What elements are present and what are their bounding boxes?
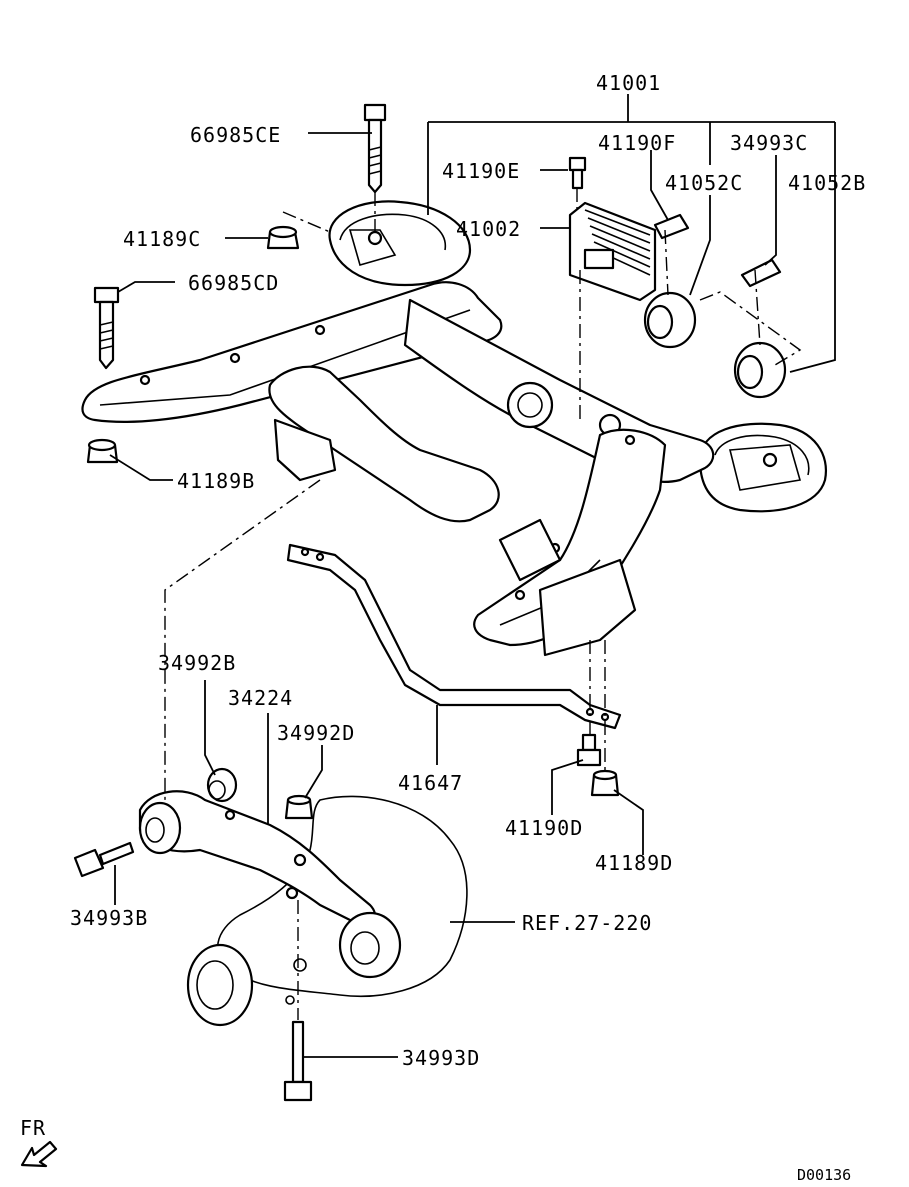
- callout-41002: 41002: [456, 217, 521, 241]
- bushing-34992B[interactable]: [206, 767, 238, 803]
- callout-34992B: 34992B: [158, 651, 236, 675]
- callout-41190D: 41190D: [505, 816, 583, 840]
- callout-41001: 41001: [596, 71, 661, 95]
- callout-34993C: 34993C: [730, 131, 808, 155]
- bushing-41052C[interactable]: [643, 291, 697, 349]
- bolt-34993C[interactable]: [740, 258, 782, 288]
- callout-66985CE: 66985CE: [190, 123, 281, 147]
- bushing-41052B[interactable]: [733, 341, 787, 399]
- alignment-lines: [164, 188, 802, 1020]
- callout-ref-27-220: REF.27-220: [522, 911, 652, 935]
- bolt-41190F[interactable]: [653, 213, 690, 240]
- callout-66985CD: 66985CD: [188, 271, 279, 295]
- callout-34993D: 34993D: [402, 1046, 480, 1070]
- drawing-code: D00136: [797, 1166, 851, 1184]
- bolt-41190D[interactable]: [576, 733, 602, 767]
- callout-41052B: 41052B: [788, 171, 866, 195]
- diff-mount-member-34224[interactable]: [138, 790, 402, 979]
- nut-41189B[interactable]: [86, 438, 119, 464]
- callout-41189D: 41189D: [595, 851, 673, 875]
- nut-41189D[interactable]: [590, 769, 620, 797]
- callout-41052C: 41052C: [665, 171, 743, 195]
- callout-41189B: 41189B: [177, 469, 255, 493]
- direction-label: FR: [20, 1116, 46, 1140]
- callout-41190F: 41190F: [598, 131, 676, 155]
- bolt-34993B[interactable]: [73, 841, 135, 878]
- stay-41647[interactable]: [286, 543, 622, 730]
- callout-41647: 41647: [398, 771, 463, 795]
- bolt-66985CE[interactable]: [363, 103, 387, 194]
- callout-34993B: 34993B: [70, 906, 148, 930]
- nut-34992D[interactable]: [284, 794, 314, 820]
- callout-41189C: 41189C: [123, 227, 201, 251]
- leader-lines: [109, 94, 836, 1058]
- bolt-41190E[interactable]: [568, 156, 587, 190]
- callout-34224: 34224: [228, 686, 293, 710]
- bolt-66985CD[interactable]: [93, 286, 120, 370]
- crossmember-41001[interactable]: [81, 200, 827, 657]
- front-arrow-icon: [20, 1140, 58, 1168]
- nut-41189C[interactable]: [266, 225, 300, 250]
- callout-34992D: 34992D: [277, 721, 355, 745]
- bolt-34993D[interactable]: [283, 1020, 313, 1102]
- dynamic-damper-41002[interactable]: [568, 201, 657, 302]
- callout-41190E: 41190E: [442, 159, 520, 183]
